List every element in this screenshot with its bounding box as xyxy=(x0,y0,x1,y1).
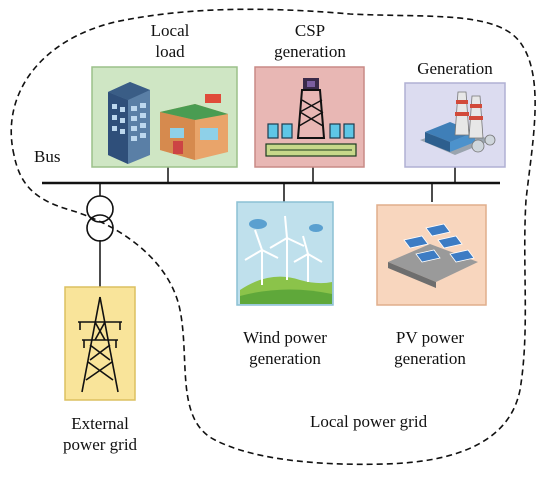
csp-label: CSP generation xyxy=(255,20,365,62)
external-grid-label-line1: External xyxy=(71,414,129,433)
local-load-label: Local load xyxy=(140,20,200,62)
pv-node xyxy=(376,204,487,306)
wind-label-line1: Wind power xyxy=(243,328,327,347)
bus-label: Bus xyxy=(34,147,61,166)
local-power-grid-label: Local power grid xyxy=(310,412,428,431)
csp-label-line1: CSP xyxy=(294,21,326,40)
transformer-icon xyxy=(86,195,114,242)
local-load-node xyxy=(91,66,238,168)
pv-label-line1: PV power xyxy=(395,328,465,347)
local-grid-boundary xyxy=(10,8,536,466)
wind-label-line2: generation xyxy=(249,349,321,368)
pv-label: PV power generation xyxy=(370,327,490,369)
transmission-tower-icon xyxy=(78,296,122,393)
power-plant-icon xyxy=(420,91,496,155)
wind-turbine-icon xyxy=(240,215,332,304)
building-and-shop-icon xyxy=(108,82,228,164)
csp-label-line2: generation xyxy=(274,42,346,61)
generation-node xyxy=(404,82,506,168)
wind-label: Wind power generation xyxy=(225,327,345,369)
local-load-label-line2: load xyxy=(155,42,185,61)
pv-label-line2: generation xyxy=(394,349,466,368)
solar-tower-icon xyxy=(265,78,357,157)
solar-panel-icon xyxy=(388,223,478,288)
wind-node xyxy=(236,201,334,306)
generation-label: Generation xyxy=(417,59,493,78)
external-grid-node xyxy=(64,286,136,401)
csp-node xyxy=(254,66,365,168)
external-grid-label-line2: power grid xyxy=(62,435,138,454)
external-grid-label: External power grid xyxy=(50,413,150,455)
local-load-label-line1: Local xyxy=(150,21,190,40)
